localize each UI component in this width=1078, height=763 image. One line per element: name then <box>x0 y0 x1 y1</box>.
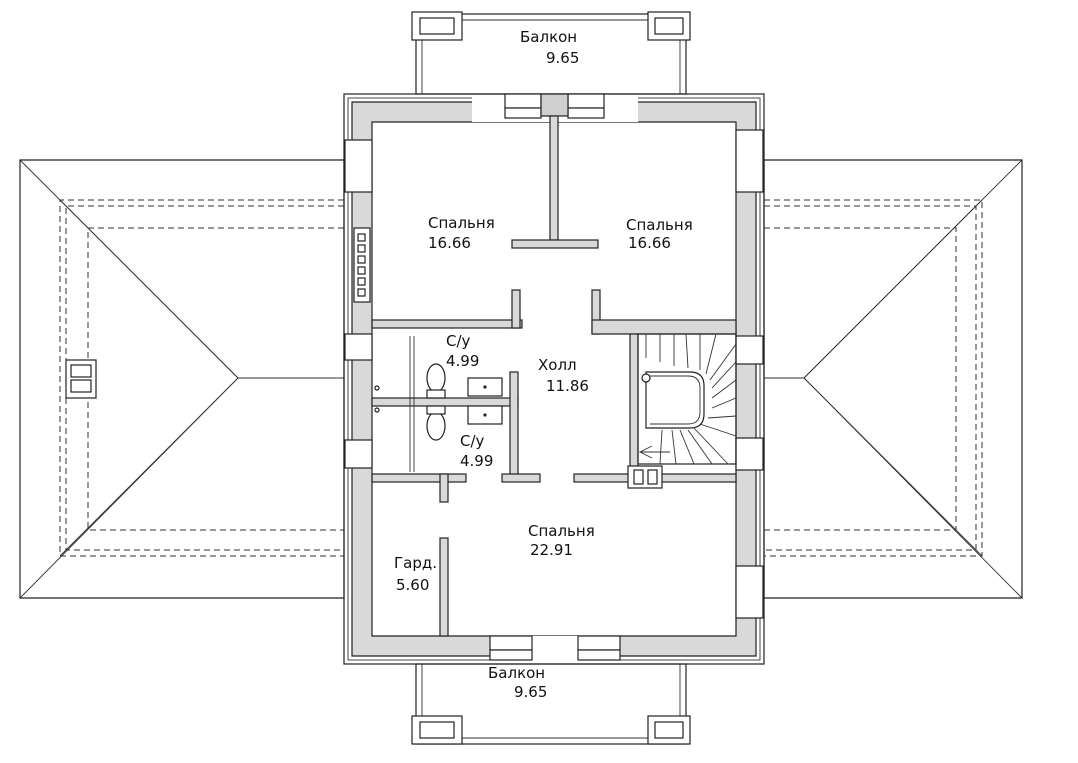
balcony-top-area: 9.65 <box>546 49 579 67</box>
toilet-icon <box>426 363 446 399</box>
chimney-icon <box>627 465 663 489</box>
bedroom-right-name: Спальня <box>626 216 693 234</box>
bathroom-fixtures <box>374 336 503 472</box>
chimney-left-icon <box>65 359 97 399</box>
bedroom-bottom-name: Спальня <box>528 522 595 540</box>
bath-bottom-name: С/у <box>460 432 485 450</box>
balcony-bottom-name: Балкон <box>488 664 545 682</box>
bath-bottom-area: 4.99 <box>460 452 493 470</box>
staircase-icon <box>637 333 737 465</box>
bedroom-left-area: 16.66 <box>428 234 471 252</box>
bedroom-left-name: Спальня <box>428 214 495 232</box>
bath-top-area: 4.99 <box>446 352 479 370</box>
hall-name: Холл <box>538 356 577 374</box>
radiator-icon <box>353 227 371 303</box>
room-labels: Балкон 9.65 Спальня 16.66 Спальня 16.66 … <box>394 28 693 701</box>
sink-icon <box>467 377 503 397</box>
bath-top-name: С/у <box>446 332 471 350</box>
bedroom-bottom-area: 22.91 <box>530 541 573 559</box>
roof-right <box>763 159 1023 599</box>
hall-area: 11.86 <box>546 377 589 395</box>
balcony-top-name: Балкон <box>520 28 577 46</box>
wardrobe-name: Гард. <box>394 554 437 572</box>
bedroom-right-area: 16.66 <box>628 234 671 252</box>
wardrobe-area: 5.60 <box>396 576 429 594</box>
balcony-bottom-area: 9.65 <box>514 683 547 701</box>
sink-icon <box>467 405 503 425</box>
toilet-icon <box>426 405 446 441</box>
openings <box>344 93 764 663</box>
balcony-bottom <box>411 663 691 745</box>
